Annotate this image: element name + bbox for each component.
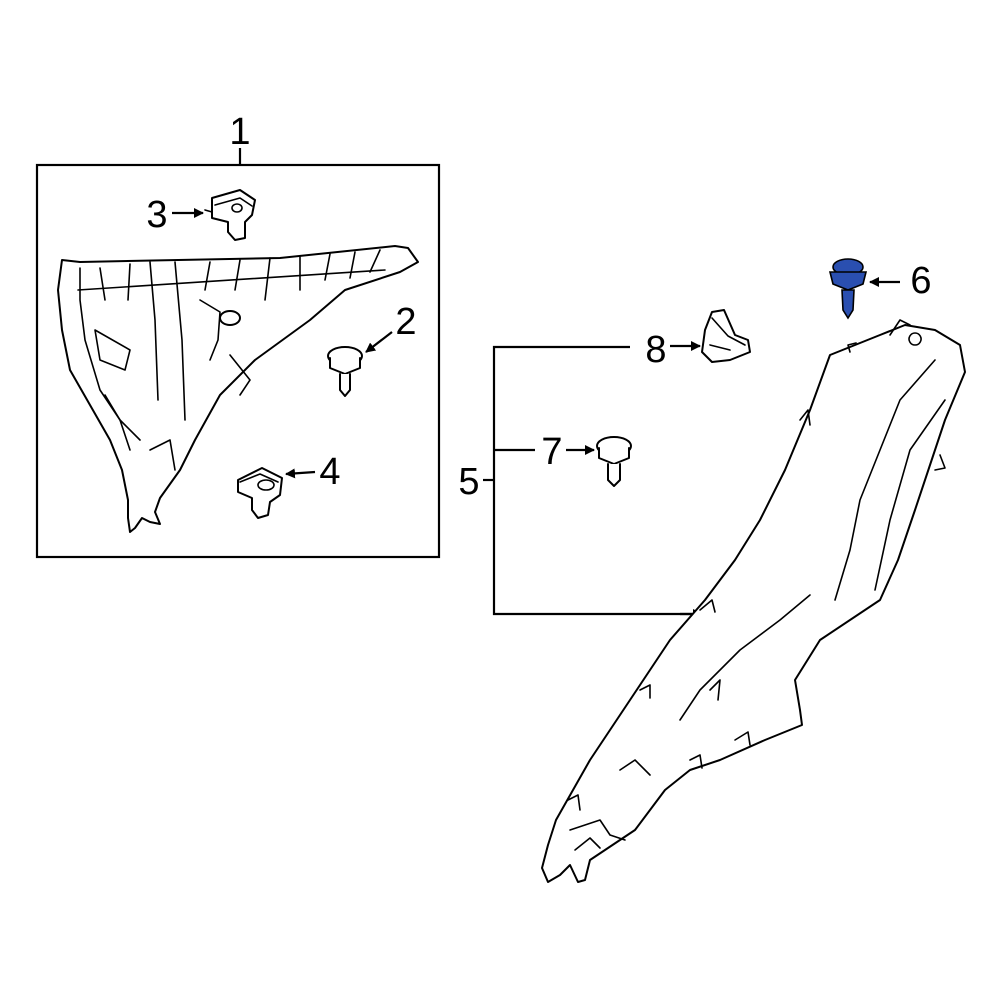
callout-4: 4 (319, 451, 340, 493)
callout-1: 1 (229, 111, 250, 153)
arrow-4 (285, 468, 316, 479)
part-1-quarter-trim-panel (57, 245, 419, 533)
part-8-clip (701, 309, 751, 363)
callout-5: 5 (458, 461, 479, 503)
callout-3: 3 (146, 194, 167, 236)
callout-2: 2 (395, 301, 416, 343)
callout-7: 7 (541, 431, 562, 473)
part-2-push-pin (327, 346, 363, 397)
part-4-nut-clip (237, 467, 283, 519)
part-7-push-pin (596, 436, 632, 487)
arrow-2 (365, 331, 393, 353)
part-6-push-pin-highlighted (828, 258, 868, 320)
bracket-5 (492, 345, 695, 616)
part-3-clip (204, 189, 256, 241)
callout-6: 6 (910, 260, 931, 302)
part-5-pillar-trim (541, 319, 966, 883)
callout-8: 8 (645, 329, 666, 371)
group-box-1 (35, 163, 441, 559)
